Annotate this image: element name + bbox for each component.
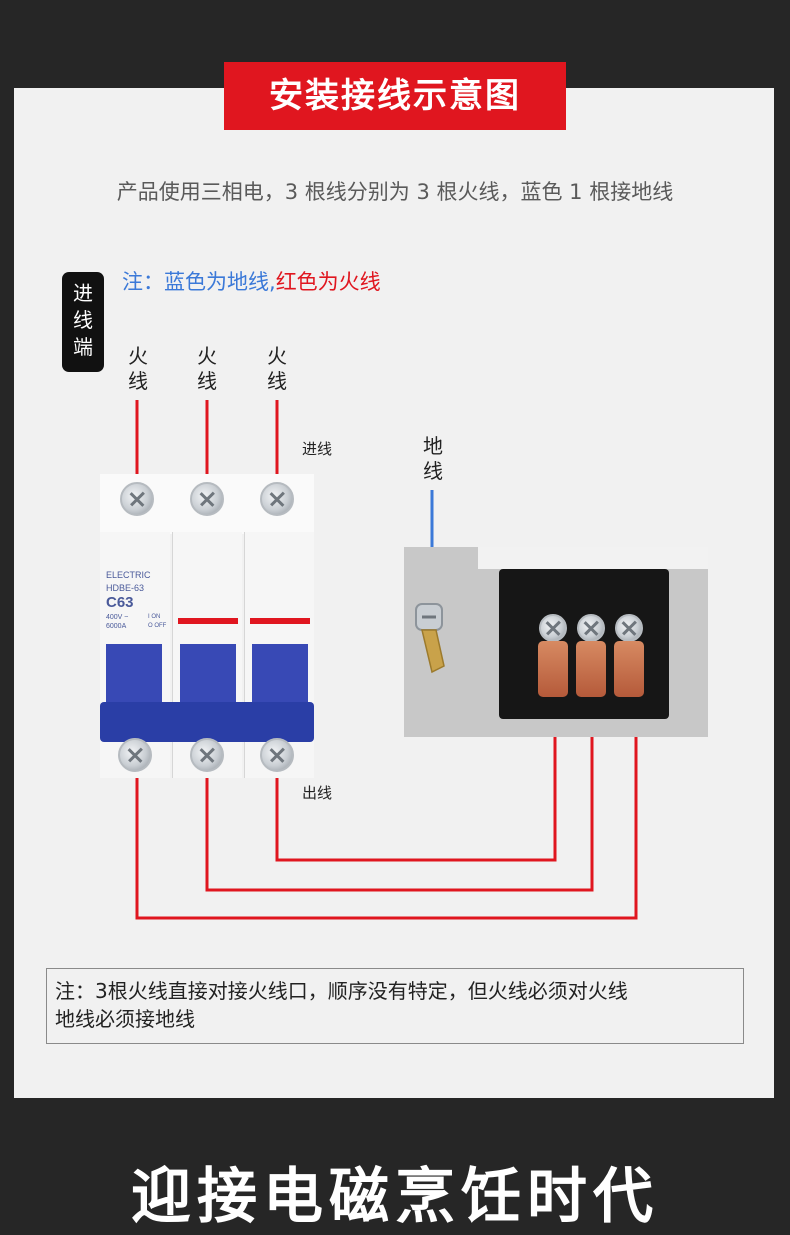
section-heading: 迎接电磁烹饪时代 <box>131 1162 659 1232</box>
ground-wire-label: 地线 <box>423 434 443 483</box>
warning-label <box>478 547 708 569</box>
wire-lug <box>614 641 644 697</box>
ground-color-note: 注：蓝色为地线, <box>122 270 276 294</box>
incoming-label: 进线 <box>302 440 333 458</box>
breaker-body: ELECTRIC HDBE-63 C63 400V ~ 6000A I ON O… <box>100 532 314 778</box>
wiring-note-line-2: 地线必须接地线 <box>55 1007 195 1031</box>
outgoing-live-wire-2 <box>205 680 594 892</box>
breaker-spec-voltage: 400V ~ <box>106 614 129 621</box>
outgoing-label: 出线 <box>302 784 333 802</box>
screw-icon <box>260 482 294 516</box>
terminal-block-photo <box>404 547 708 737</box>
wiring-note: 注：3根火线直接对接火线口，顺序没有特定，但火线必须对火线 地线必须接地线 <box>46 968 744 1044</box>
screw-icon <box>120 482 154 516</box>
page-title: 安装接线示意图 <box>224 62 566 130</box>
outgoing-live-wire-1 <box>135 680 638 920</box>
incoming-end-label: 进线端 <box>73 281 93 359</box>
breaker-indicator <box>178 618 238 624</box>
circuit-breaker: ELECTRIC HDBE-63 C63 400V ~ 6000A I ON O… <box>100 474 314 778</box>
screw-icon <box>615 614 643 642</box>
live-wire-label-1: 火线 <box>128 344 148 393</box>
live-wire-label-2: 火线 <box>197 344 217 393</box>
subtitle: 产品使用三相电，3 根线分别为 3 根火线，蓝色 1 根接地线 <box>116 180 674 204</box>
live-wire-label-3: 火线 <box>267 344 287 393</box>
screw-icon <box>577 614 605 642</box>
breaker-off-mark: O OFF <box>148 623 167 629</box>
breaker-on-mark: I ON <box>148 614 161 620</box>
breaker-rating: C63 <box>106 594 134 611</box>
breaker-toggle <box>100 702 314 742</box>
breaker-brand: ELECTRIC <box>106 570 151 580</box>
breaker-model: HDBE-63 <box>106 583 145 593</box>
wiring-note-line-1: 注：3根火线直接对接火线口，顺序没有特定，但火线必须对火线 <box>55 979 628 1003</box>
wire-lug <box>538 641 568 697</box>
breaker-indicator <box>250 618 310 624</box>
ground-bolt-icon <box>415 603 445 674</box>
breaker-top-terminals <box>100 474 314 534</box>
screw-icon <box>190 482 224 516</box>
live-color-note: 红色为火线 <box>275 270 381 294</box>
breaker-spec-current: 6000A <box>106 623 127 630</box>
wire-lug <box>576 641 606 697</box>
screw-icon <box>118 738 152 772</box>
outgoing-live-wire-3 <box>275 680 557 862</box>
screw-icon <box>539 614 567 642</box>
incoming-end-tag: 进线端 <box>62 272 104 372</box>
screw-icon <box>260 738 294 772</box>
color-note: 注：蓝色为地线,红色为火线 <box>122 266 381 296</box>
terminal-block <box>499 569 669 719</box>
screw-icon <box>190 738 224 772</box>
